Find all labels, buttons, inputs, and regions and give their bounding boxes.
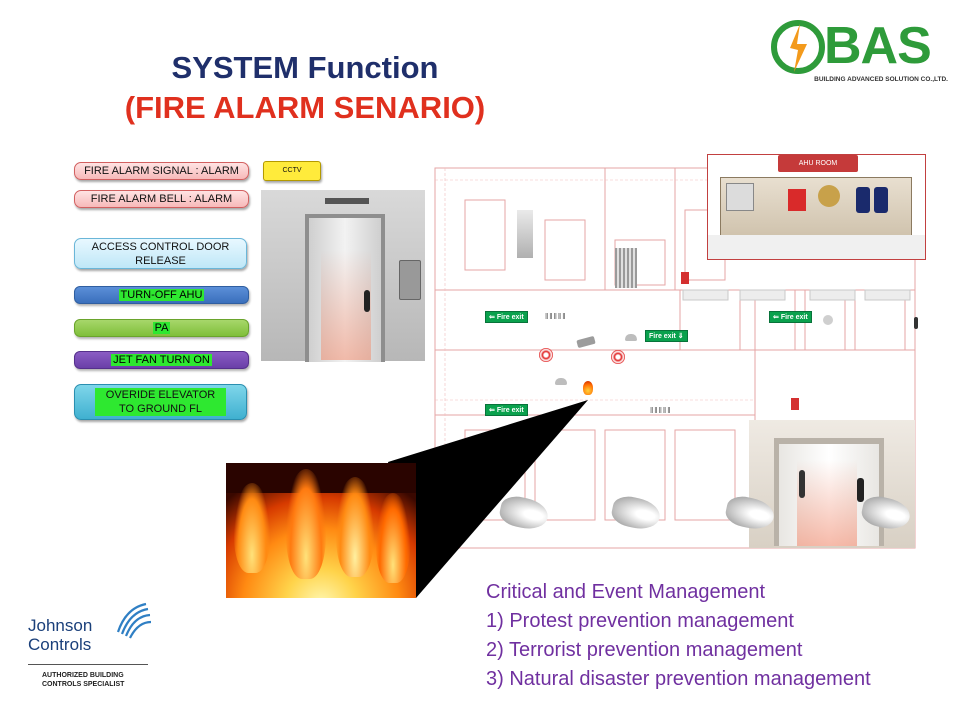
list-item: 2) Terrorist prevention management <box>486 639 803 661</box>
bas-brand: BAS <box>824 17 932 75</box>
fire-exit-sign-icon: ⇐ Fire exit <box>769 311 812 323</box>
bas-tagline: BUILDING ADVANCED SOLUTION CO.,LTD. <box>814 76 948 83</box>
johnson-controls-logo: Johnson Controls AUTHORIZED BUILDING CON… <box>28 596 153 696</box>
cctv-text: CCTV <box>282 167 302 174</box>
turn-off-ahu-text: TURN-OFF AHU <box>118 289 205 301</box>
person-icon <box>914 317 918 329</box>
jc-line2: Controls <box>28 635 92 654</box>
fire-exit-text: Fire exit <box>649 333 676 340</box>
speaker-icon <box>823 315 833 325</box>
jc-sub2: CONTROLS SPECIALIST <box>42 681 125 688</box>
lobby-doors-image <box>749 420 915 548</box>
elevator-image <box>261 190 431 362</box>
jc-sphere-icon <box>116 602 152 639</box>
fire-exit-sign-icon: ⇐ Fire exit <box>485 311 528 323</box>
override-elevator-label: OVERIDE ELEVATOR TO GROUND FL <box>74 384 247 420</box>
smoke-detector-icon <box>625 334 637 341</box>
lift-shaft <box>517 210 533 258</box>
fire-alarm-bell-text: FIRE ALARM BELL : ALARM <box>90 193 233 205</box>
jc-line1: Johnson <box>28 616 93 635</box>
person-icon <box>857 478 864 502</box>
fire-exit-sign-icon: Fire exit ⇓ <box>645 330 688 342</box>
critical-heading: Critical and Event Management <box>486 581 766 603</box>
alarm-bell-icon <box>539 348 553 362</box>
page-title: SYSTEM Function <box>171 50 439 85</box>
lightning-icon <box>771 20 825 74</box>
evacuating-people: ‖‖‖‖‖ <box>650 406 672 415</box>
fire-exit-text: Fire exit <box>496 314 524 321</box>
alarm-bell-icon <box>611 350 625 364</box>
jet-fan-bar: JET FAN TURN ON <box>74 351 249 369</box>
alarm-panel-icon <box>791 398 799 410</box>
ahu-room-panel: AHU ROOM <box>707 154 926 260</box>
fire-exit-text: Fire exit <box>780 314 808 321</box>
fire-alarm-bell-label: FIRE ALARM BELL : ALARM <box>74 190 249 208</box>
fire-icon <box>583 381 593 395</box>
list-item: 3) Natural disaster prevention managemen… <box>486 668 871 690</box>
bas-logo: BAS BUILDING ADVANCED SOLUTION CO.,LTD. <box>770 17 948 88</box>
jet-fan-text: JET FAN TURN ON <box>111 354 212 366</box>
jc-sub1: AUTHORIZED BUILDING <box>42 672 124 679</box>
critical-management-list: Critical and Event Management 1) Protest… <box>486 578 871 694</box>
person-icon <box>799 470 805 498</box>
pa-bar: PA <box>74 319 249 337</box>
fire-image <box>226 463 416 598</box>
fire-alarm-signal-label: FIRE ALARM SIGNAL : ALARM <box>74 162 249 180</box>
ahu-room-text: AHU ROOM <box>798 160 838 167</box>
pa-text: PA <box>152 322 171 334</box>
fire-alarm-signal-text: FIRE ALARM SIGNAL : ALARM <box>84 165 239 177</box>
fire-exit-sign-icon: ⇐ Fire exit <box>485 404 528 416</box>
access-control-text: ACCESS CONTROL DOOR RELEASE <box>91 240 230 267</box>
escalator <box>615 248 637 288</box>
person-icon <box>364 290 370 312</box>
alarm-panel-icon <box>681 272 689 284</box>
page-subtitle: (FIRE ALARM SENARIO) <box>124 90 486 125</box>
list-item: 1) Protest prevention management <box>486 610 794 632</box>
evacuating-people: ‖‖‖‖‖ <box>545 312 567 321</box>
override-elevator-text: OVERIDE ELEVATOR TO GROUND FL <box>95 388 226 416</box>
turn-off-ahu-bar: TURN-OFF AHU <box>74 286 249 304</box>
smoke-detector-icon <box>555 378 567 385</box>
access-control-label: ACCESS CONTROL DOOR RELEASE <box>74 238 247 269</box>
ahu-room-label: AHU ROOM <box>778 155 858 172</box>
cctv-label: CCTV <box>263 161 321 181</box>
fire-exit-text: Fire exit <box>496 407 524 414</box>
